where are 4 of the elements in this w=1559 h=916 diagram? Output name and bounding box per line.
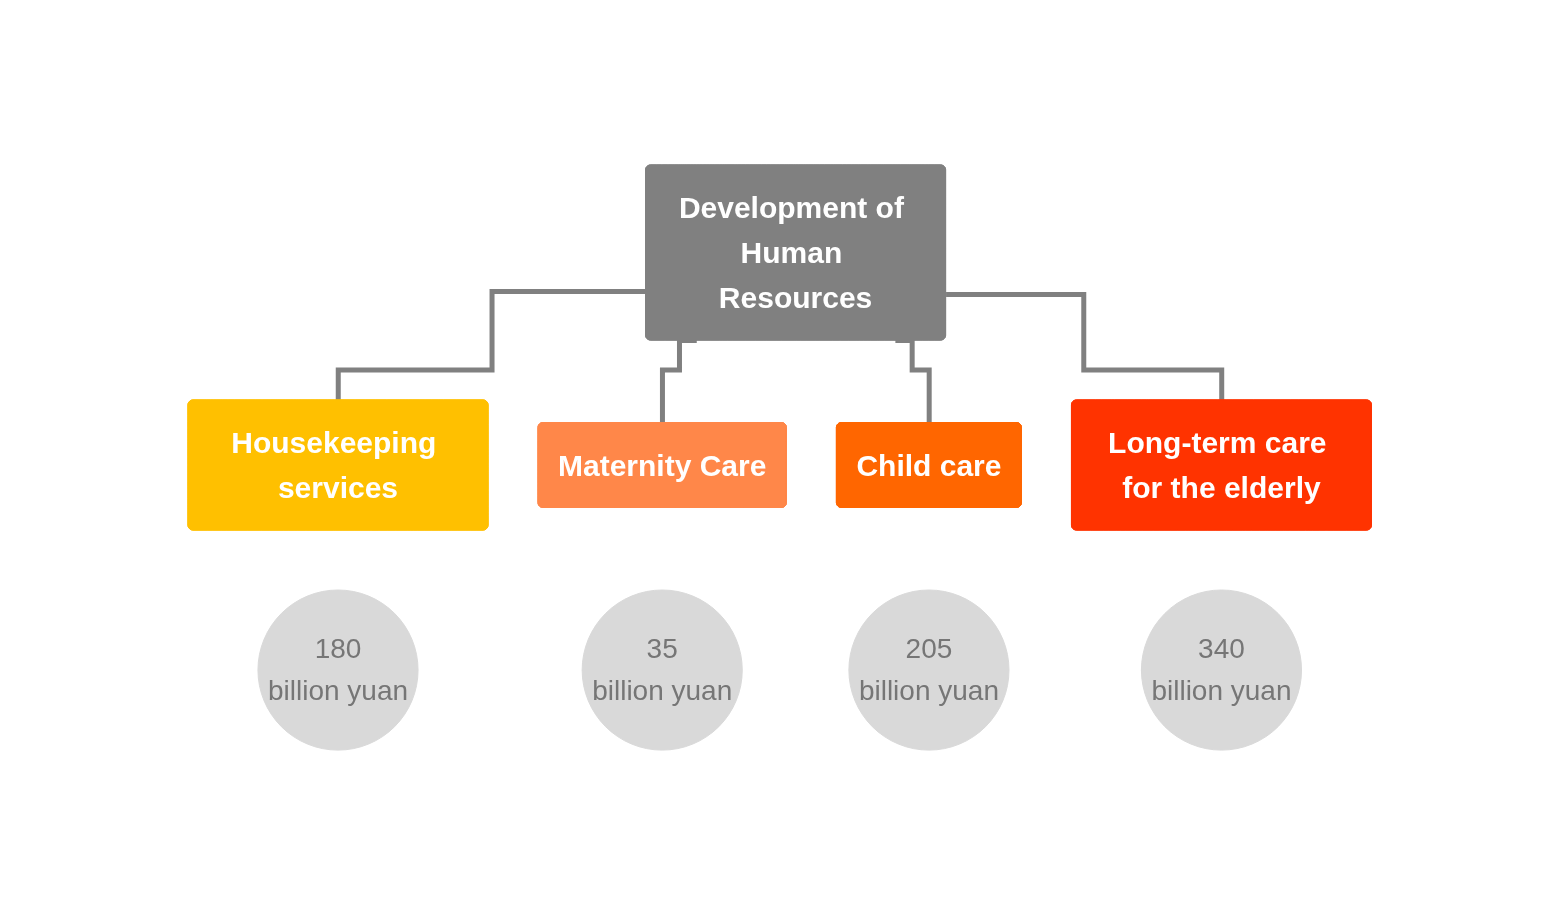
node-circle: 205 billion yuan bbox=[848, 589, 1010, 752]
node-circle: 340 billion yuan bbox=[1140, 589, 1302, 752]
node-circle: 35 billion yuan bbox=[581, 589, 743, 752]
node-circle: 180 billion yuan bbox=[257, 589, 419, 752]
